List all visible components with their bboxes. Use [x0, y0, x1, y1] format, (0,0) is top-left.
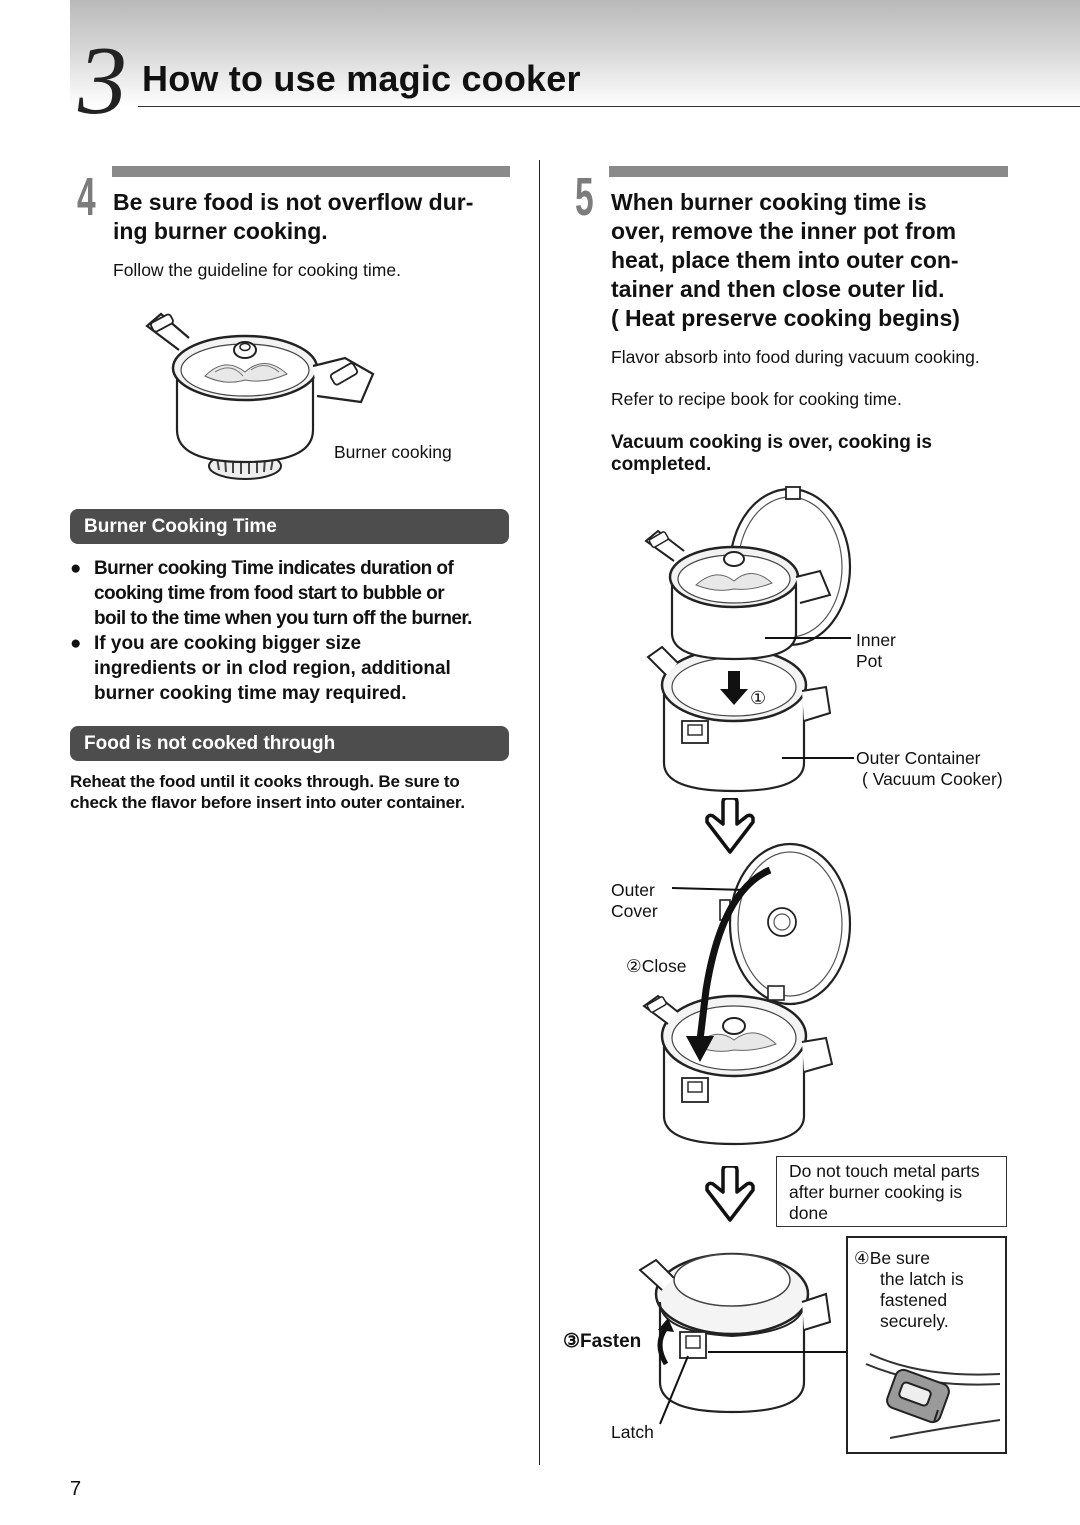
pot-on-burner-illustration — [145, 312, 375, 480]
bullet-line: boil to the time when you turn off the b… — [94, 608, 472, 629]
outer-cover-line: Outer — [611, 880, 655, 900]
step5-title-line: When burner cooking time is — [611, 189, 927, 215]
not-cooked-line: check the flavor before insert into oute… — [70, 793, 465, 812]
refer-text: Refer to recipe book for cooking time. — [611, 389, 902, 409]
burner-cooking-caption: Burner cooking — [334, 442, 452, 462]
warning-line: after burner cooking is — [789, 1182, 963, 1202]
step5-title-line: heat, place them into outer con- — [611, 247, 959, 273]
vacuum-complete-text: Vacuum cooking is over, cooking is compl… — [611, 432, 932, 476]
step5-title-line: tainer and then close outer lid. — [611, 276, 945, 302]
inner-pot-line: Inner — [856, 630, 896, 650]
fasten-label: ③Fasten — [563, 1331, 642, 1352]
header-band — [70, 0, 1080, 108]
outer-container-line: ( Vacuum Cooker) — [862, 769, 1003, 789]
page-number: 7 — [70, 1478, 82, 1500]
latch-closeup-illustration — [865, 1353, 1001, 1439]
latch-detail-box: ④Be sure the latch is fastened securely. — [846, 1236, 1007, 1454]
outer-cover-leader — [672, 887, 747, 891]
outer-container-label: Outer Container ( Vacuum Cooker) — [856, 748, 1003, 790]
latch-note-line: ④Be sure — [854, 1248, 930, 1268]
latch-note: ④Be sure the latch is fastened securely. — [854, 1248, 964, 1332]
close-outer-cover-illustration — [642, 842, 852, 1146]
outer-cover-line: Cover — [611, 901, 658, 921]
step4-bar — [112, 166, 510, 177]
inner-pot-line: Pot — [856, 651, 883, 671]
bullet-line: cooking time from food start to bubble o… — [94, 583, 445, 604]
bullet-line: ingredients or in clod region, additiona… — [94, 658, 451, 679]
step4-title-line: ing burner cooking. — [113, 218, 328, 244]
not-cooked-line: Reheat the food until it cooks through. … — [70, 772, 460, 791]
flavor-text: Flavor absorb into food during vacuum co… — [611, 347, 980, 367]
not-cooked-heading: Food is not cooked through — [70, 726, 509, 761]
warning-line: done — [789, 1203, 828, 1223]
list-item: ● Burner cooking Time indicates duration… — [70, 556, 515, 631]
step5-title-line: over, remove the inner pot from — [611, 218, 957, 244]
latch-note-line: securely. — [880, 1311, 949, 1331]
latch-label: Latch — [611, 1422, 654, 1442]
bullet-dot: ● — [70, 558, 81, 579]
warning-box: Do not touch metal parts after burner co… — [776, 1156, 1007, 1227]
step1-marker: ① — [750, 688, 767, 708]
flow-down-arrow-icon — [705, 1166, 755, 1222]
burner-time-heading: Burner Cooking Time — [70, 509, 509, 544]
outer-container-leader — [782, 757, 854, 759]
step4-guideline: Follow the guideline for cooking time. — [113, 260, 401, 280]
fastened-cooker-illustration — [638, 1252, 848, 1425]
not-cooked-body: Reheat the food until it cooks through. … — [70, 771, 465, 813]
latch-note-line: the latch is — [880, 1269, 964, 1289]
chapter-number: 3 — [78, 27, 127, 135]
inner-pot-label: Inner Pot — [856, 630, 896, 672]
vacuum-line: Vacuum cooking is over, cooking is — [611, 432, 932, 453]
step5-bar — [609, 166, 1008, 177]
vacuum-line: completed. — [611, 454, 712, 475]
outer-container-line: Outer Container — [856, 748, 981, 768]
header-rule — [138, 106, 1080, 107]
step5-title-line: ( Heat preserve cooking begins) — [611, 305, 960, 331]
step5-title: When burner cooking time is over, remove… — [611, 188, 1031, 333]
warning-line: Do not touch metal parts — [789, 1161, 980, 1181]
latch-note-line: fastened — [880, 1290, 948, 1310]
bullet-line: burner cooking time may required. — [94, 683, 407, 704]
step4-title-line: Be sure food is not overflow dur- — [113, 189, 474, 215]
bullet-line: Burner cooking Time indicates duration o… — [94, 558, 454, 579]
bullet-dot: ● — [70, 633, 82, 654]
step5-number: 5 — [575, 167, 594, 227]
close-label: ②Close — [626, 956, 687, 976]
burner-time-list: ● Burner cooking Time indicates duration… — [70, 556, 515, 706]
outer-cover-label: Outer Cover — [611, 880, 658, 922]
step4-number: 4 — [77, 167, 96, 227]
list-item: ● If you are cooking bigger size ingredi… — [70, 631, 515, 706]
column-divider — [539, 160, 540, 1465]
inner-pot-leader — [765, 637, 851, 639]
page-title: How to use magic cooker — [142, 58, 581, 99]
step4-title: Be sure food is not overflow dur- ing bu… — [113, 188, 523, 246]
bullet-line: If you are cooking bigger size — [94, 633, 362, 654]
inner-pot-into-container-illustration — [644, 486, 852, 793]
flow-down-arrow-icon — [705, 798, 755, 854]
